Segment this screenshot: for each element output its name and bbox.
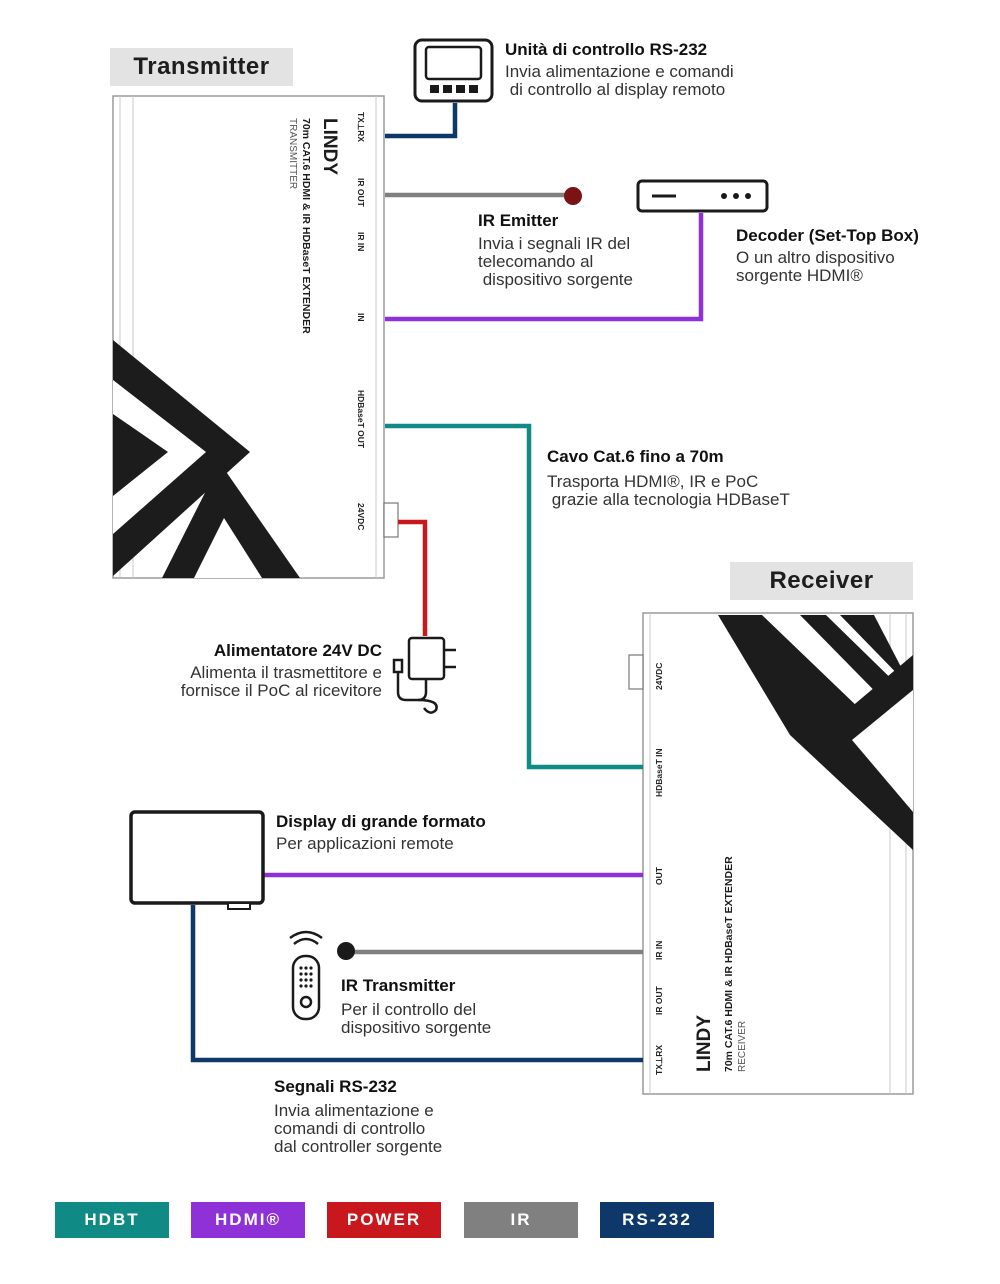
receiver-device: LINDY 70m CAT.6 HDMI & IR HDBaseT EXTEND… bbox=[628, 612, 914, 1095]
legend-hdbt: HDBT bbox=[55, 1202, 169, 1238]
remote-control-icon bbox=[289, 930, 323, 1021]
transmitter-type-text: TRANSMITTER bbox=[287, 118, 298, 189]
receiver-port-label: HDBaseT IN bbox=[654, 748, 664, 797]
callout-title: IR Transmitter bbox=[341, 976, 456, 995]
rs232-cable-receiver bbox=[190, 905, 643, 1063]
rs232-signals-callout: Segnali RS-232 Invia alimentazione e com… bbox=[274, 1077, 442, 1156]
transmitter-port-label: IR IN bbox=[356, 232, 366, 251]
rs232-cable-transmitter bbox=[385, 103, 458, 139]
hdbt-cat6-cable bbox=[385, 423, 643, 770]
ir-emitter-callout: IR Emitter Invia i segnali IR del teleco… bbox=[478, 211, 633, 289]
callout-desc: Invia alimentazione e comandi di control… bbox=[505, 62, 734, 99]
callout-title: Unità di controllo RS-232 bbox=[505, 40, 708, 59]
receiver-port-label: IR IN bbox=[654, 941, 664, 960]
transmitter-port-label: IR OUT bbox=[356, 178, 366, 208]
transmitter-port-label: TX⊥RX bbox=[356, 112, 366, 142]
legend-rs232: RS-232 bbox=[600, 1202, 714, 1238]
large-display-icon bbox=[129, 810, 265, 910]
receiver-chevron-pattern bbox=[718, 615, 913, 850]
transmitter-chevron-pattern bbox=[113, 340, 300, 578]
rs232-unit-callout: Unità di controllo RS-232 Invia alimenta… bbox=[505, 40, 734, 99]
callout-desc: Per il controllo del dispositivo sorgent… bbox=[341, 1000, 492, 1037]
transmitter-tag: Transmitter bbox=[110, 48, 293, 86]
legend-power: POWER bbox=[327, 1202, 441, 1238]
power-callout: Alimentatore 24V DC Alimenta il trasmett… bbox=[150, 641, 382, 700]
ir-receiver-bulb-icon bbox=[337, 942, 355, 960]
power-adapter-icon bbox=[392, 636, 456, 714]
receiver-model-text: 70m CAT.6 HDMI & IR HDBaseT EXTENDER bbox=[723, 856, 735, 1072]
callout-title: IR Emitter bbox=[478, 211, 559, 230]
callout-title: Cavo Cat.6 fino a 70m bbox=[547, 447, 724, 466]
display-callout: Display di grande formato Per applicazio… bbox=[276, 812, 486, 853]
receiver-type-text: RECEIVER bbox=[737, 1021, 748, 1072]
callout-title: Segnali RS-232 bbox=[274, 1077, 397, 1096]
legend-ir: IR bbox=[464, 1202, 578, 1238]
transmitter-port-label: IN bbox=[356, 313, 366, 322]
legend-hdmi: HDMI® bbox=[191, 1202, 305, 1238]
callout-title: Decoder (Set-Top Box) bbox=[736, 226, 919, 245]
transmitter-port-label: HDBaseT OUT bbox=[356, 390, 366, 449]
receiver-tag: Receiver bbox=[730, 562, 913, 600]
callout-desc: Per applicazioni remote bbox=[276, 834, 454, 853]
transmitter-model-text: 70m CAT.6 HDMI & IR HDBaseT EXTENDER bbox=[300, 118, 312, 334]
receiver-brand-logo: LINDY bbox=[694, 1015, 715, 1072]
transmitter-device: LINDY 70m CAT.6 HDMI & IR HDBaseT EXTEND… bbox=[112, 95, 399, 579]
transmitter-brand-logo: LINDY bbox=[319, 118, 340, 175]
rs232-control-unit-icon bbox=[413, 38, 494, 103]
transmitter-24vdc-jack bbox=[383, 502, 399, 538]
receiver-24vdc-jack bbox=[628, 654, 644, 690]
callout-desc: Invia i segnali IR del telecomando al di… bbox=[478, 234, 633, 289]
cat6-callout: Cavo Cat.6 fino a 70m Trasporta HDMI®, I… bbox=[547, 447, 790, 509]
transmitter-port-label: 24VDC bbox=[356, 503, 366, 530]
callout-desc: Invia alimentazione e comandi di control… bbox=[274, 1101, 443, 1156]
set-top-box-icon bbox=[636, 179, 769, 213]
hdmi-input-cable bbox=[385, 213, 704, 322]
power-cable bbox=[398, 519, 428, 636]
callout-title: Alimentatore 24V DC bbox=[213, 641, 382, 660]
ir-transmitter-callout: IR Transmitter Per il controllo del disp… bbox=[341, 976, 491, 1037]
receiver-port-label: TX⊥RX bbox=[654, 1045, 664, 1075]
receiver-port-label: IR OUT bbox=[654, 985, 664, 1015]
receiver-port-labels: 24VDC HDBaseT IN OUT IR IN IR OUT TX⊥RX bbox=[654, 663, 664, 1075]
callout-title: Display di grande formato bbox=[276, 812, 486, 831]
callout-desc: Alimenta il trasmettitore e fornisce il … bbox=[180, 663, 382, 700]
transmitter-port-labels: TX⊥RX IR OUT IR IN IN HDBaseT OUT 24VDC bbox=[356, 112, 366, 530]
ir-emitter-icon bbox=[564, 187, 582, 205]
receiver-port-label: 24VDC bbox=[654, 663, 664, 690]
receiver-port-label: OUT bbox=[654, 866, 664, 885]
callout-desc: O un altro dispositivo sorgente HDMI® bbox=[736, 248, 895, 285]
decoder-callout: Decoder (Set-Top Box) O un altro disposi… bbox=[736, 226, 919, 285]
callout-desc: Trasporta HDMI®, IR e PoC grazie alla te… bbox=[547, 472, 790, 509]
